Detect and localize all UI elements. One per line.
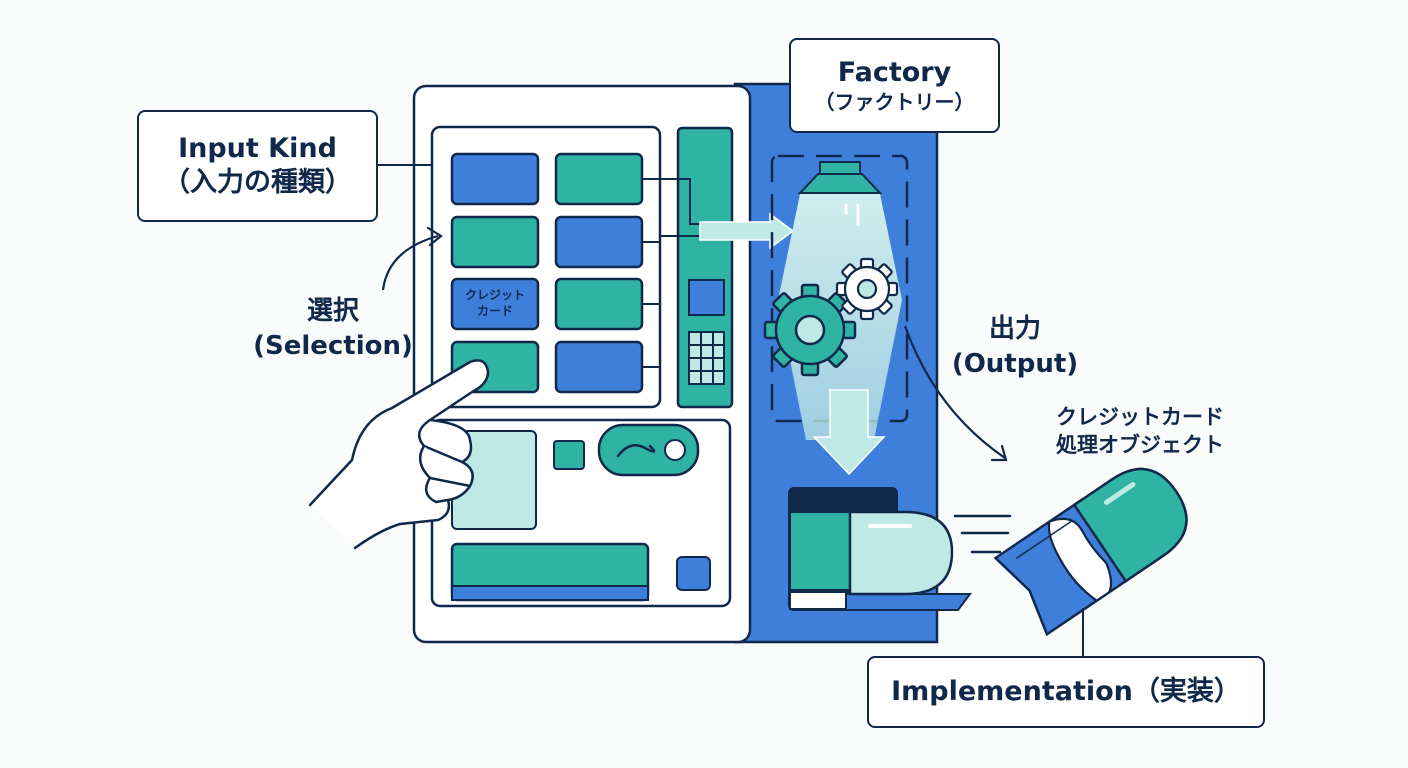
select-button-3[interactable]	[450, 215, 540, 269]
credit-button-line2: カード	[476, 304, 513, 318]
credit-card-capsule-icon	[993, 467, 1188, 637]
select-button-6[interactable]	[554, 277, 644, 331]
factory-label: Factory （ファクトリー）	[789, 38, 1000, 133]
factory-lamp	[797, 173, 883, 194]
selection-label: 選択 (Selection)	[238, 294, 428, 364]
output-label: 出力 (Output)	[930, 312, 1100, 382]
implementation-title: Implementation（実装）	[891, 676, 1241, 708]
factory-title: Factory	[837, 57, 952, 89]
keypad-screen	[688, 279, 725, 316]
output-title-en: (Output)	[951, 349, 1079, 380]
select-button-8[interactable]	[554, 340, 644, 394]
large-gear-icon	[763, 283, 857, 377]
select-button-2[interactable]	[554, 152, 644, 206]
input-kind-label: Input Kind （入力の種類）	[137, 110, 378, 222]
factory-subtitle: （ファクトリー）	[814, 89, 975, 114]
small-indicator	[553, 440, 585, 470]
input-kind-title: Input Kind	[178, 133, 337, 165]
select-button-1[interactable]	[450, 152, 540, 206]
selection-title-jp: 選択	[306, 296, 359, 326]
credit-button-line1: クレジット	[464, 288, 525, 303]
input-kind-subtitle: （入力の種類）	[163, 167, 352, 198]
factory-dashed-box	[770, 154, 909, 423]
input-arrow	[699, 212, 795, 250]
output-title-jp: 出力	[988, 314, 1041, 344]
small-square-button[interactable]	[676, 556, 711, 591]
implementation-label: Implementation（実装）	[867, 656, 1265, 728]
select-button-4[interactable]	[554, 215, 644, 269]
small-gear-icon	[835, 257, 899, 321]
selection-title-en: (Selection)	[253, 331, 413, 362]
pointing-hand-icon	[308, 359, 490, 550]
credit-card-object-line1: クレジットカード	[1056, 405, 1224, 429]
credit-card-object-line2: 処理オブジェクト	[1056, 433, 1224, 458]
output-tray	[845, 593, 972, 611]
output-capsule	[848, 510, 954, 596]
credit-card-object-label: クレジットカード 処理オブジェクト	[1030, 403, 1250, 460]
credit-card-button[interactable]	[450, 277, 540, 331]
output-arrow	[812, 389, 886, 476]
keypad-grid[interactable]	[688, 331, 725, 385]
credit-card-button-label: クレジット カード	[452, 279, 538, 329]
